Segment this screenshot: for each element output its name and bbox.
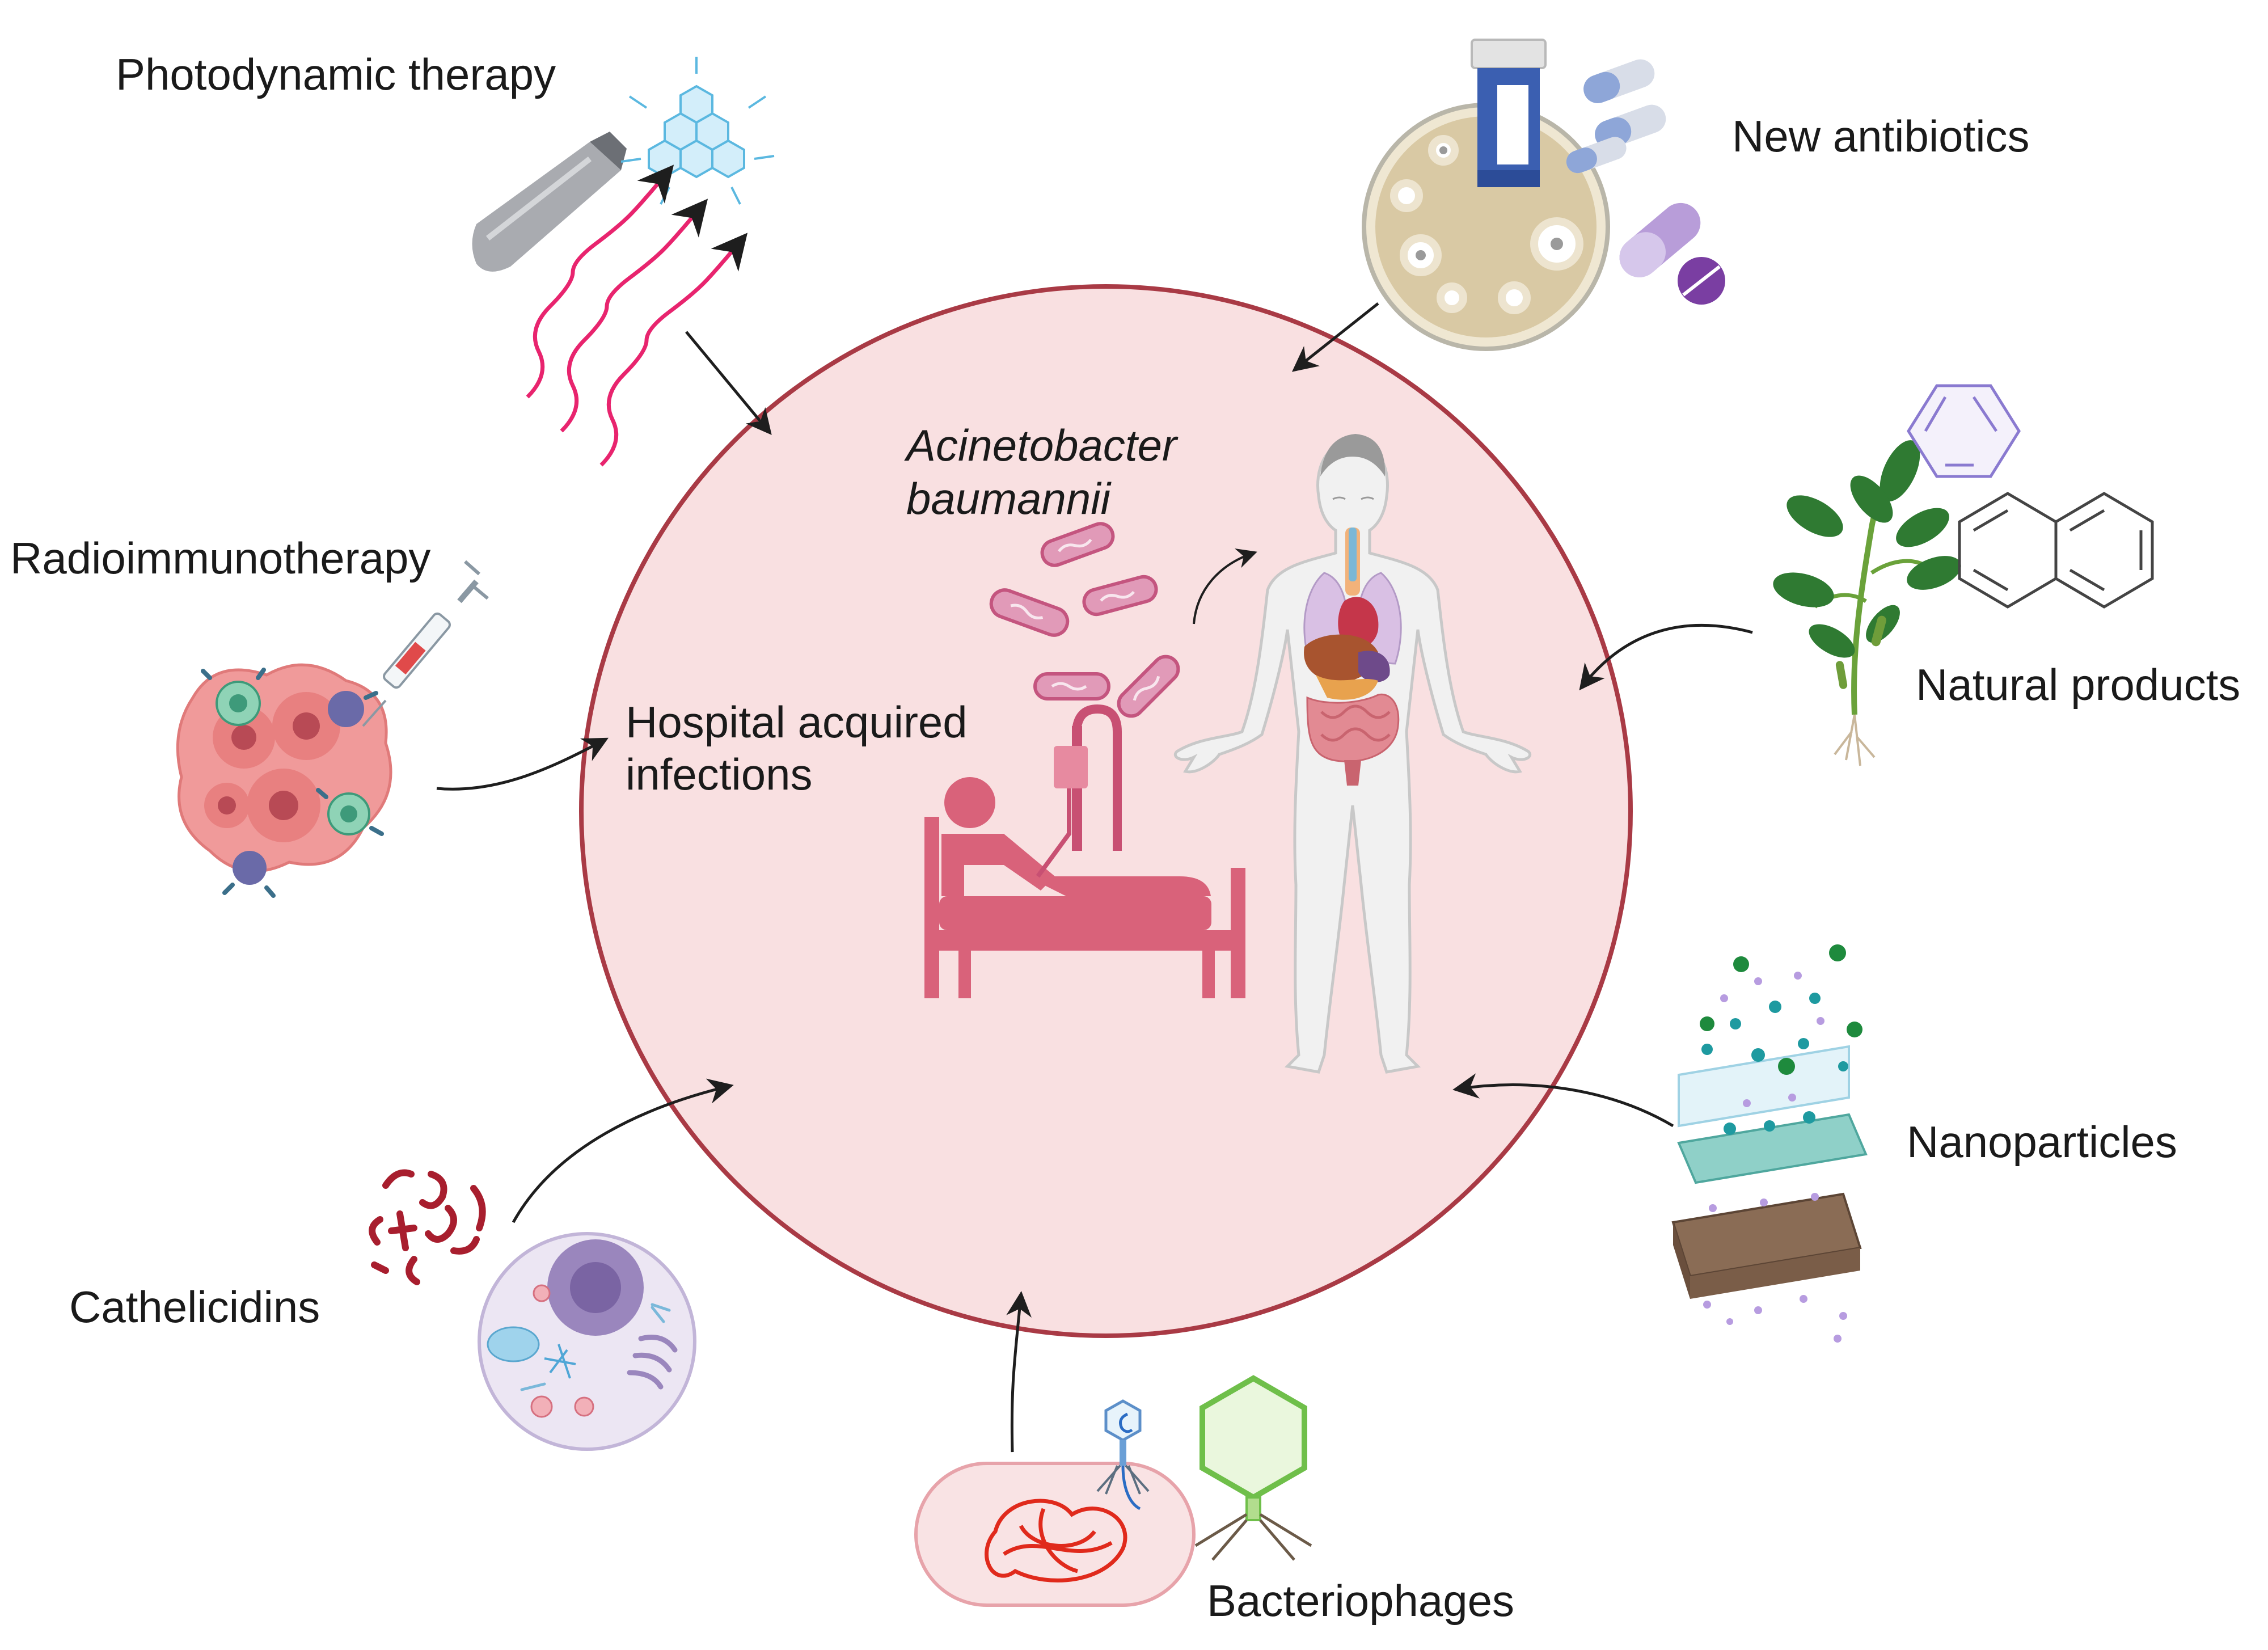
arrow-photodynamic [685, 331, 772, 435]
arrow-bacteriophages [1006, 1291, 1032, 1453]
human-body-icon [1174, 434, 1531, 1074]
bacterium-icon [914, 1462, 1196, 1607]
arrow-natural-products [1579, 623, 1753, 691]
hospital-bed-icon [924, 704, 1245, 998]
label-radioimmunotherapy: Radioimmunotherapy [10, 533, 431, 583]
peptide-icon [369, 1169, 486, 1285]
pill-bottle-icon [1471, 39, 1547, 187]
arrow-cathelicidins [512, 1078, 734, 1223]
arrow-body [1193, 548, 1257, 624]
arrow-nanoparticles [1452, 1073, 1674, 1128]
label-infection-line2: infections [626, 749, 813, 799]
arrow-radioimmuno [436, 737, 609, 791]
bacteria-icon [989, 522, 1180, 718]
nanoparticle-layers-icon [1671, 944, 1868, 1343]
light-wave-icon [526, 164, 748, 467]
arrow-antibiotics [1291, 302, 1379, 372]
capsule-icon [1566, 59, 1725, 305]
graphene-icon [620, 57, 775, 205]
label-photodynamic-therapy: Photodynamic therapy [116, 49, 556, 99]
plant-icon [1773, 440, 1961, 766]
tumor-cells-icon [176, 663, 392, 898]
label-cathelicidins: Cathelicidins [69, 1282, 320, 1332]
arrows [436, 302, 1753, 1453]
label-nanoparticles: Nanoparticles [1907, 1117, 2177, 1167]
label-bacteriophages: Bacteriophages [1207, 1576, 1515, 1626]
petri-dish-icon [1362, 103, 1610, 351]
label-natural-products: Natural products [1916, 660, 2241, 710]
label-organism-line1: Acinetobacter [906, 420, 1177, 470]
label-infection-line1: Hospital acquired [626, 697, 968, 747]
label-new-antibiotics: New antibiotics [1732, 111, 2030, 161]
syringe-icon [362, 560, 489, 727]
label-organism-line2: baumannii [906, 474, 1110, 524]
phage-icon [1096, 1375, 1312, 1561]
eukaryotic-cell-icon [478, 1232, 696, 1451]
benzene-icon [1907, 384, 2154, 609]
laser-pen-icon [472, 132, 627, 272]
